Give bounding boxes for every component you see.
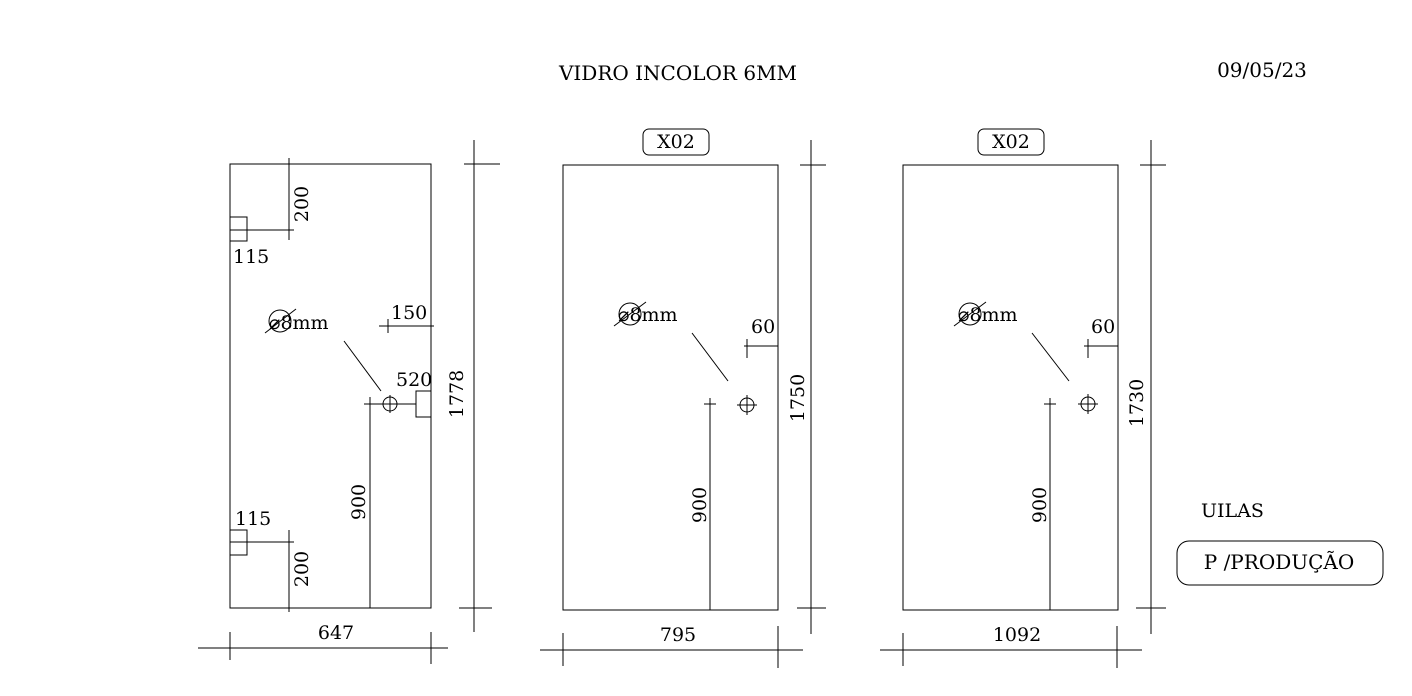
panel-2-hole-edge: 60 [751, 316, 775, 338]
glass-panel-1: 200 115 115 200 ⌀8mm 150 520 [198, 140, 500, 664]
panel-2-tag-box [642, 128, 710, 156]
panel-1-hole-height: 900 [348, 484, 370, 520]
panel-1-hinge-bottom-offset: 200 [291, 551, 313, 587]
panel-2-outline [562, 164, 779, 611]
panel-3-outline [902, 164, 1119, 611]
panel-2-hole [691, 332, 757, 415]
panel-1-hinge-top [229, 158, 294, 242]
panel-1-hinge-bottom [229, 529, 294, 612]
panel-1-outline [229, 163, 432, 609]
panel-3-tag-box [977, 128, 1045, 156]
panel-1-hole [343, 340, 399, 413]
panel-1-handle-notch [415, 390, 432, 418]
panel-1-hole-pos: 520 [396, 369, 432, 391]
status-badge: P /PRODUÇÃO [1204, 550, 1355, 574]
panel-2-diameter-icon [613, 301, 647, 327]
panel-2-height: 1750 [787, 374, 809, 422]
panel-1-diameter-icon [264, 308, 297, 334]
panel-1-hole-label: ⌀8mm [269, 312, 329, 334]
panel-3-hole-label: ⌀8mm [958, 304, 1018, 326]
panel-1-hinge-bottom-width: 115 [235, 508, 271, 530]
panel-3-height: 1730 [1126, 379, 1148, 427]
page-title: VIDRO INCOLOR 6MM [558, 61, 797, 85]
status-badge-box [1176, 540, 1384, 586]
panel-3-hole [1031, 332, 1098, 414]
panel-1-height: 1778 [446, 370, 468, 418]
panel-1-hole-edge: 150 [391, 302, 427, 324]
panel-3-hole-edge: 60 [1091, 316, 1115, 338]
panel-1-hinge-top-offset: 200 [291, 186, 313, 222]
panel-2-hole-height: 900 [689, 487, 711, 523]
panel-2-tag: X02 [657, 131, 695, 153]
panel-3-width: 1092 [993, 624, 1041, 646]
glass-panel-2: X02 ⌀8mm 60 900 795 1750 [540, 128, 826, 668]
panel-3-diameter-icon [953, 301, 987, 327]
panel-1-width: 647 [318, 622, 354, 644]
panel-2-hole-label: ⌀8mm [618, 304, 678, 326]
date-label: 09/05/23 [1217, 58, 1307, 82]
client-name: UILAS [1201, 500, 1264, 522]
panel-1-hinge-top-width: 115 [233, 246, 269, 268]
panel-3-hole-height: 900 [1029, 487, 1051, 523]
panel-3-tag: X02 [992, 131, 1030, 153]
glass-panel-3: X02 ⌀8mm 60 900 1092 1730 [880, 128, 1166, 668]
panel-2-width: 795 [660, 624, 696, 646]
